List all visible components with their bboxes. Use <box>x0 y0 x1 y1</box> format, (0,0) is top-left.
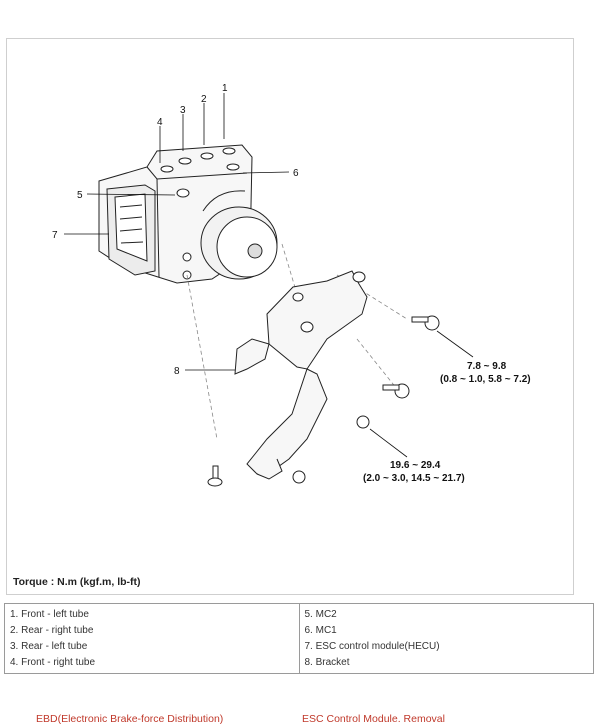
mounting-bolts <box>207 315 440 487</box>
callout-8: 8 <box>174 366 180 377</box>
legend-item-3: 3. Rear - left tube <box>10 641 88 652</box>
alignment-lines <box>186 243 408 440</box>
legend-item-7: 7. ESC control module(HECU) <box>304 641 440 652</box>
torque-spec-1-line1: 7.8 ~ 9.8 <box>467 361 507 372</box>
prev-page-link[interactable]: EBD(Electronic Brake-force Distribution) <box>36 713 224 725</box>
callout-6: 6 <box>293 168 299 179</box>
callout-5: 5 <box>77 190 83 201</box>
torque-spec-2-line2: (2.0 ~ 3.0, 14.5 ~ 21.7) <box>363 473 465 484</box>
legend-item-6: 6. MC1 <box>304 625 337 636</box>
torque-specs: 7.8 ~ 9.8 (0.8 ~ 1.0, 5.8 ~ 7.2) 19.6 ~ … <box>363 361 531 484</box>
torque-spec-1-line2: (0.8 ~ 1.0, 5.8 ~ 7.2) <box>440 374 531 385</box>
page-navigation: EBD(Electronic Brake-force Distribution)… <box>0 711 600 725</box>
legend-item-4: 4. Front - right tube <box>10 657 96 668</box>
esc-hydraulic-unit <box>98 144 278 284</box>
legend-item-1: 1. Front - left tube <box>10 609 89 620</box>
table-row: 1. Front - left tube 2. Rear - right tub… <box>4 603 594 674</box>
esc-module-exploded-diagram: 1 2 3 4 5 6 7 8 7.8 ~ 9.8 (0.8 ~ 1.0, 5.… <box>52 83 531 487</box>
callout-1: 1 <box>222 83 228 94</box>
callout-leaders <box>64 93 474 458</box>
legend-right-column: 5. MC2 6. MC1 7. ESC control module(HECU… <box>298 603 594 674</box>
parts-legend-table: 1. Front - left tube 2. Rear - right tub… <box>4 603 594 674</box>
torque-spec-2-line1: 19.6 ~ 29.4 <box>390 460 441 471</box>
legend-item-2: 2. Rear - right tube <box>10 625 94 636</box>
callout-3: 3 <box>180 105 186 116</box>
callout-numbers: 1 2 3 4 5 6 7 8 <box>52 83 299 377</box>
legend-left-column: 1. Front - left tube 2. Rear - right tub… <box>4 603 300 674</box>
callout-2: 2 <box>201 94 207 105</box>
legend-item-5: 5. MC2 <box>304 609 337 620</box>
callout-7: 7 <box>52 230 58 241</box>
bracket <box>234 270 368 480</box>
callout-4: 4 <box>157 117 163 128</box>
next-page-link[interactable]: ESC Control Module. Removal <box>302 713 445 725</box>
torque-units-label: Torque : N.m (kgf.m, lb-ft) <box>13 576 141 588</box>
diagram-figure: 1 2 3 4 5 6 7 8 7.8 ~ 9.8 (0.8 ~ 1.0, 5.… <box>6 38 574 595</box>
legend-item-8: 8. Bracket <box>304 657 350 668</box>
